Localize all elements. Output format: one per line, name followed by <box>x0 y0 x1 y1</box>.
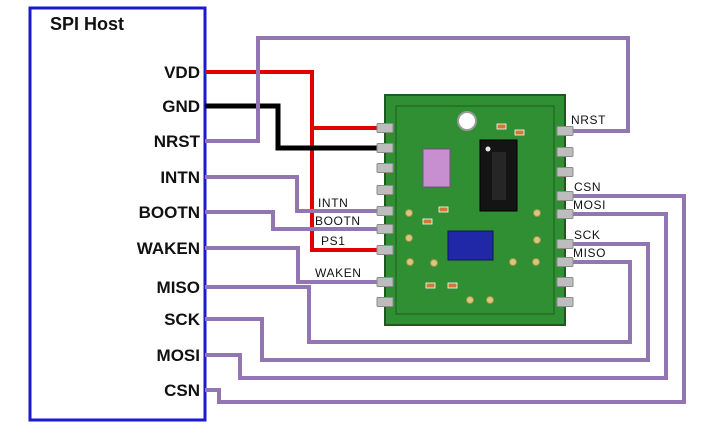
via-hole <box>405 209 413 217</box>
host-pin-csn: CSN <box>164 381 200 400</box>
ic-chip-marking <box>492 152 506 200</box>
via-holes <box>405 209 541 304</box>
module-pin-label-intn: INTN <box>318 196 348 210</box>
mounting-hole <box>457 111 477 131</box>
spi-host-box <box>28 6 207 422</box>
module-pin-label-miso: MISO <box>573 246 606 260</box>
host-pin-miso: MISO <box>157 278 200 297</box>
module-pad <box>376 163 394 173</box>
via-hole <box>533 236 541 244</box>
module-pad <box>376 245 394 255</box>
component-blue <box>447 230 494 261</box>
module-pad <box>556 147 574 157</box>
module-pad <box>556 257 574 267</box>
module-pad <box>556 191 574 201</box>
via-hole <box>430 259 438 267</box>
wire-bootn <box>205 210 385 231</box>
via-hole <box>532 258 540 266</box>
wire-csn <box>205 194 686 404</box>
spi-host-title: SPI Host <box>50 14 124 34</box>
host-pin-bootn: BOOTN <box>139 203 200 222</box>
module-pin-label-csn: CSN <box>574 180 601 194</box>
wire-nrst <box>205 36 630 143</box>
module-pin-label-sck: SCK <box>574 228 600 242</box>
module-pad <box>376 277 394 287</box>
component-crystal <box>422 148 451 188</box>
pcb-silkscreen-outline <box>395 105 555 315</box>
module-pad <box>556 167 574 177</box>
module-pad <box>376 224 394 234</box>
module-pad <box>376 206 394 216</box>
smd-component <box>425 282 436 289</box>
module-pin-label-bootn: BOOTN <box>315 214 361 228</box>
module-pin-label-waken: WAKEN <box>315 266 362 280</box>
module-pad <box>556 126 574 136</box>
host-pin-intn: INTN <box>160 168 200 187</box>
smd-component <box>447 282 458 289</box>
host-pin-sck: SCK <box>164 310 201 329</box>
via-hole <box>406 258 414 266</box>
via-hole <box>486 296 494 304</box>
ic-pin1-dot <box>485 146 491 152</box>
wire-gnd <box>205 103 385 151</box>
module-pad <box>556 297 574 307</box>
module-pad <box>556 277 574 287</box>
via-hole <box>533 209 541 217</box>
module-pad <box>556 209 574 219</box>
module-pin-label-ps1: PS1 <box>321 234 345 248</box>
smd-component <box>514 129 525 136</box>
wire-miso <box>205 260 632 344</box>
smd-component <box>422 218 433 225</box>
module-pad <box>556 239 574 249</box>
via-hole <box>509 258 517 266</box>
wire-mosi <box>205 212 668 380</box>
module-pad <box>376 143 394 153</box>
host-pin-gnd: GND <box>162 97 200 116</box>
host-pin-mosi: MOSI <box>157 346 200 365</box>
wire-waken <box>205 246 385 284</box>
module-pad <box>376 297 394 307</box>
smd-component <box>496 123 507 130</box>
host-pin-vdd: VDD <box>164 63 200 82</box>
module-pin-label-nrst: NRST <box>571 113 606 127</box>
module-pad <box>376 123 394 133</box>
via-hole <box>466 296 474 304</box>
smd-component <box>438 206 449 213</box>
smd-components <box>422 123 525 289</box>
wire-intn <box>205 175 385 213</box>
via-hole <box>405 234 413 242</box>
module-pads <box>376 123 574 307</box>
module-pin-label-mosi: MOSI <box>573 198 606 212</box>
wire-sck <box>205 242 650 362</box>
host-pin-nrst: NRST <box>154 132 201 151</box>
host-pin-waken: WAKEN <box>137 239 200 258</box>
module-pad <box>376 185 394 195</box>
